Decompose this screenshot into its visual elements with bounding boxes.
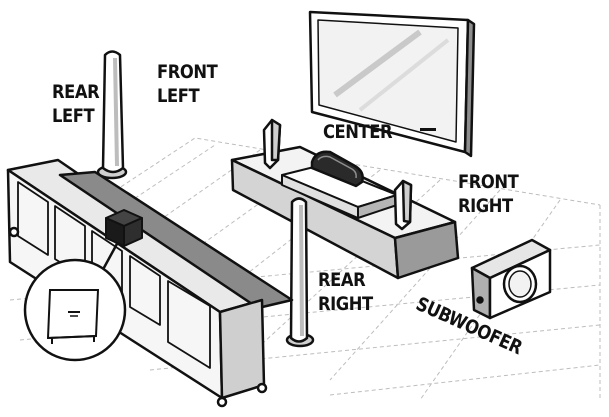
label-rear-left-line1: REAR — [52, 81, 100, 103]
label-rear-right: REAR RIGHT — [318, 268, 373, 316]
center-speaker — [310, 150, 364, 188]
label-rear-right-line1: REAR — [318, 269, 366, 291]
label-front-left-line1: FRONT — [157, 61, 218, 83]
television — [308, 10, 476, 158]
label-rear-right-line2: RIGHT — [318, 293, 373, 315]
label-front-left: FRONT LEFT — [157, 60, 218, 108]
rear-left-tall-speaker — [96, 50, 128, 180]
label-center-text: CENTER — [323, 121, 393, 143]
label-center: CENTER — [323, 120, 393, 144]
label-rear-left-line2: LEFT — [52, 105, 95, 127]
rear-right-tall-speaker — [285, 197, 315, 348]
label-front-right: FRONT RIGHT — [458, 170, 519, 218]
front-right-speaker — [393, 179, 413, 231]
label-front-left-line2: LEFT — [157, 85, 200, 107]
subwoofer-unit — [470, 238, 552, 320]
label-front-right-line1: FRONT — [458, 171, 519, 193]
front-left-speaker — [262, 118, 282, 170]
label-rear-left: REAR LEFT — [52, 80, 100, 128]
black-cube-speaker — [105, 209, 143, 247]
label-front-right-line2: RIGHT — [458, 195, 513, 217]
callout-bubble — [23, 241, 127, 362]
